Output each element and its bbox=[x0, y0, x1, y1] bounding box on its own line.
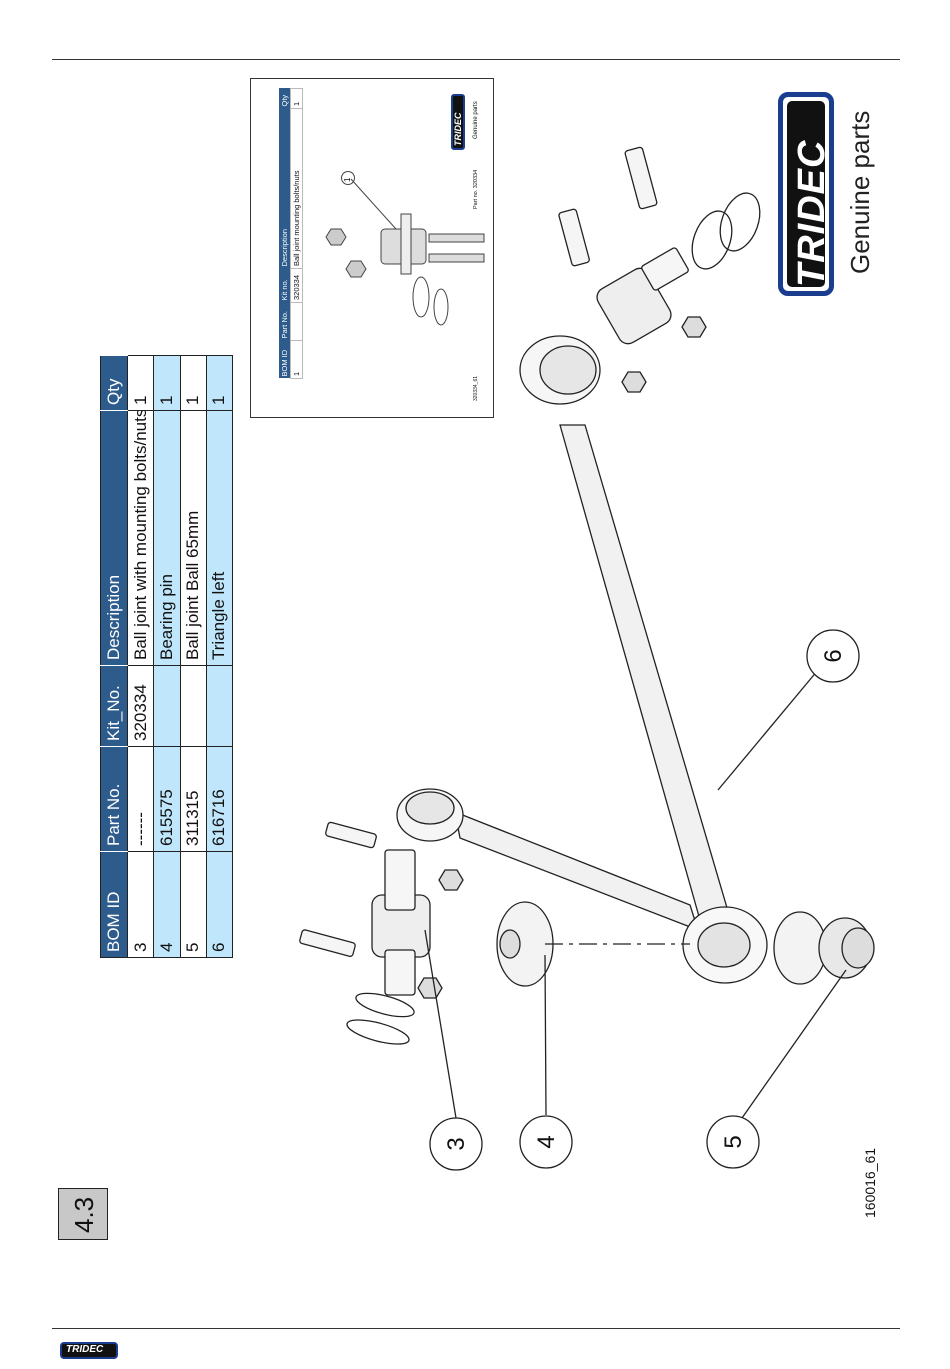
leader-line-4 bbox=[544, 954, 547, 1116]
ball-joint-housing bbox=[773, 911, 827, 985]
footer-logo-text: TRIDEC bbox=[66, 1344, 104, 1355]
mounting-bolt-1 bbox=[325, 821, 377, 849]
mounting-nut-3 bbox=[621, 371, 647, 393]
mounting-bolt-3 bbox=[558, 208, 590, 267]
thumbnail-callout: 1 bbox=[341, 171, 355, 185]
top-rule bbox=[52, 59, 900, 60]
section-badge: 4.3 bbox=[58, 1188, 108, 1240]
mounting-bolt-4 bbox=[624, 146, 658, 210]
leader-line-6 bbox=[717, 669, 819, 791]
footer-logo: TRIDEC bbox=[60, 1342, 118, 1359]
retaining-ring-4 bbox=[719, 192, 761, 252]
triangle-arm-upper bbox=[454, 810, 700, 932]
retaining-ring-2 bbox=[346, 1019, 410, 1045]
thumbnail-panel: BOM ID Part No. Kit no. Description Qty … bbox=[250, 78, 494, 418]
callout-number-5: 5 bbox=[720, 1135, 747, 1148]
callout-circle-6 bbox=[806, 629, 860, 683]
thumbnail-illustration bbox=[325, 178, 485, 326]
leader-line-5 bbox=[741, 969, 847, 1119]
retaining-ring-1 bbox=[355, 992, 415, 1018]
retaining-ring-3 bbox=[691, 210, 733, 270]
triangle-arm-lower bbox=[559, 424, 731, 921]
brand-logo: TRIDEC bbox=[778, 92, 834, 296]
callout-circle-4 bbox=[519, 1115, 573, 1169]
callout-number-6: 6 bbox=[820, 649, 847, 662]
callout-number-3: 3 bbox=[443, 1137, 470, 1150]
callout-circle-5 bbox=[706, 1115, 760, 1169]
mounting-bolt-2 bbox=[299, 929, 356, 957]
thumbnail-brand-logo: TRIDEC bbox=[451, 94, 465, 150]
mounting-nut-4 bbox=[681, 316, 707, 338]
leader-line-3 bbox=[424, 929, 457, 1119]
mounting-nut-1 bbox=[438, 869, 464, 891]
bottom-rule bbox=[52, 1328, 900, 1329]
callout-number-4: 4 bbox=[533, 1135, 560, 1148]
mounting-nut-2 bbox=[417, 977, 443, 999]
callout-circle-3 bbox=[429, 1117, 483, 1171]
